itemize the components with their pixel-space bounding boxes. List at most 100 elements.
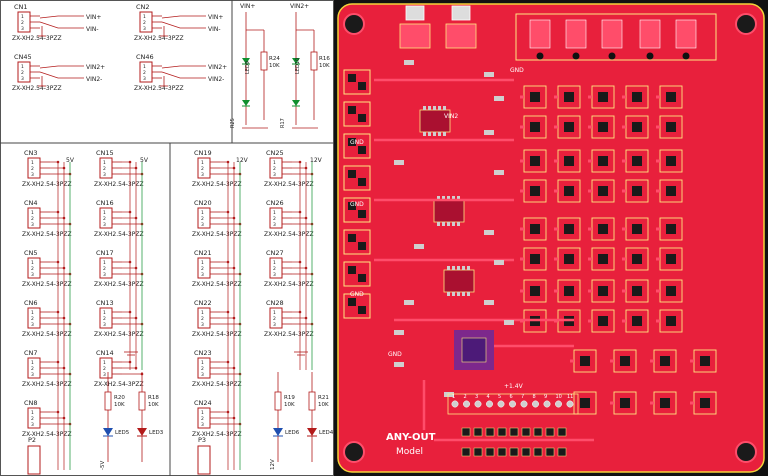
net-label: VIN2- — [208, 76, 224, 83]
rail-label: VIN2+ — [290, 3, 309, 10]
ic-pin — [462, 292, 465, 296]
panel-connector-pin-num: 1 — [201, 260, 204, 266]
net-wire — [161, 71, 206, 79]
net-wire — [39, 71, 84, 79]
panel-connector-pin-num: 2 — [201, 366, 204, 372]
mounting-hole — [343, 13, 365, 35]
terminal-block-a-pad — [598, 92, 608, 102]
net-wire — [161, 65, 206, 69]
panel-connector-body — [99, 307, 113, 329]
header-pin — [532, 400, 539, 408]
ic-pin — [462, 266, 465, 270]
top-header-outline — [515, 13, 717, 61]
bottom-pad — [521, 447, 531, 457]
led-symbol — [103, 428, 113, 436]
ic-pin — [437, 196, 440, 200]
terminal-block-a-pad — [564, 122, 574, 132]
net-label: GND — [350, 139, 364, 146]
terminal-block-b-pad — [598, 186, 608, 196]
connector-part: ZX-XH2.54-3PZZ — [12, 85, 62, 92]
terminal-block-a-pad — [666, 92, 676, 102]
panel-connector-pin-num: 1 — [31, 410, 34, 416]
edge-connector-pad — [348, 266, 356, 274]
header-pin — [543, 400, 551, 408]
resistor-body — [310, 51, 318, 71]
panel-connector-pin-num: 1 — [103, 260, 106, 266]
net-wire — [39, 21, 84, 29]
led-symbol — [137, 428, 147, 436]
connector-pin-num: 2 — [143, 70, 146, 76]
schematic-diagram: CN1123ZX-XH2.54-3PZZVIN+VIN-CN2123ZX-XH2… — [0, 0, 334, 476]
connector-panel-0: CN3123ZX-XH2.54-3PZZCN4123ZX-XH2.54-3PZZ… — [22, 149, 164, 475]
panel-connector-body — [27, 257, 41, 279]
mounting-hole — [343, 441, 365, 463]
terminal-block-b-pad — [530, 156, 540, 166]
connector-pin-num: 3 — [143, 26, 146, 32]
ic-pin — [423, 132, 426, 136]
terminal-block-c-pad — [564, 254, 574, 264]
panel-connector-ref: CN14 — [96, 349, 114, 357]
net-label: VIN- — [208, 26, 221, 33]
panel-connector-pin-num: 3 — [273, 322, 276, 328]
panel-connector-pin-num: 2 — [201, 216, 204, 222]
header-pin-label: 1 — [452, 394, 455, 400]
panel-connector-body — [197, 157, 211, 179]
panel-connector-pin-num: 1 — [273, 260, 276, 266]
ic-pin — [447, 222, 450, 226]
ic-pin — [442, 196, 445, 200]
header-pin-label: 10 — [556, 394, 562, 400]
led-symbol — [242, 100, 250, 106]
panel-connector-pin-num: 1 — [273, 160, 276, 166]
connector-part: ZX-XH2.54-3PZZ — [12, 35, 62, 42]
terminal-block-d-pad — [632, 316, 642, 326]
header-pin — [555, 400, 562, 408]
header-pin-label: 8 — [533, 394, 536, 400]
net-label: GND — [350, 201, 364, 208]
header-pin-label: 5 — [498, 394, 501, 400]
panel-connector-pin-num: 3 — [103, 322, 106, 328]
ic-pin — [423, 106, 426, 110]
terminal-block-b-pad — [632, 156, 642, 166]
panel-connector-pin-num: 2 — [31, 166, 34, 172]
via-hole — [536, 52, 544, 60]
header-pin-label: 2 — [464, 394, 467, 400]
connector-ref: CN2 — [136, 3, 150, 11]
smd-component — [394, 330, 404, 335]
panel-connector-pin-num: 3 — [103, 222, 106, 228]
header-pin-label: 6 — [510, 394, 513, 400]
panel-connector-pin-num: 1 — [273, 210, 276, 216]
mounting-hole — [735, 441, 757, 463]
bottom-pad — [461, 447, 471, 457]
panel-connector-pin-num: 3 — [201, 222, 204, 228]
terminal-block-c-pad — [598, 224, 608, 234]
resistor-value: 10K — [319, 63, 330, 69]
terminal-block-d-pad — [530, 286, 540, 296]
panel-connector-part: ZX-XH2.54-3PZZ — [22, 281, 72, 288]
extra-connector-body — [197, 445, 211, 475]
ic-pin — [438, 106, 441, 110]
ic-pin — [457, 266, 460, 270]
panel-connector-ref: CN4 — [24, 199, 38, 207]
smd-component — [484, 300, 494, 305]
panel-connector-pin-num: 2 — [201, 166, 204, 172]
panel-connector-pin-num: 1 — [201, 310, 204, 316]
panel-connector-pin-num: 3 — [201, 172, 204, 178]
net-wire — [161, 21, 206, 29]
terminal-block-b-pad — [564, 156, 574, 166]
panel-connector-ref: CN21 — [194, 249, 212, 257]
bottom-pad — [509, 427, 519, 437]
ic-pin — [447, 266, 450, 270]
ic-pin — [452, 222, 455, 226]
resistor-value: 10K — [284, 402, 295, 408]
rail-label: 12V — [236, 157, 249, 164]
terminal-block-d-pad — [598, 286, 608, 296]
panel-connector-pin-num: 2 — [31, 216, 34, 222]
panel-connector-pin-num: 2 — [31, 366, 34, 372]
net-label: GND — [388, 351, 402, 358]
panel-connector-part: ZX-XH2.54-3PZZ — [192, 281, 242, 288]
terminal-block-e-pad — [700, 356, 710, 366]
panel-connector-pin-num: 1 — [31, 360, 34, 366]
